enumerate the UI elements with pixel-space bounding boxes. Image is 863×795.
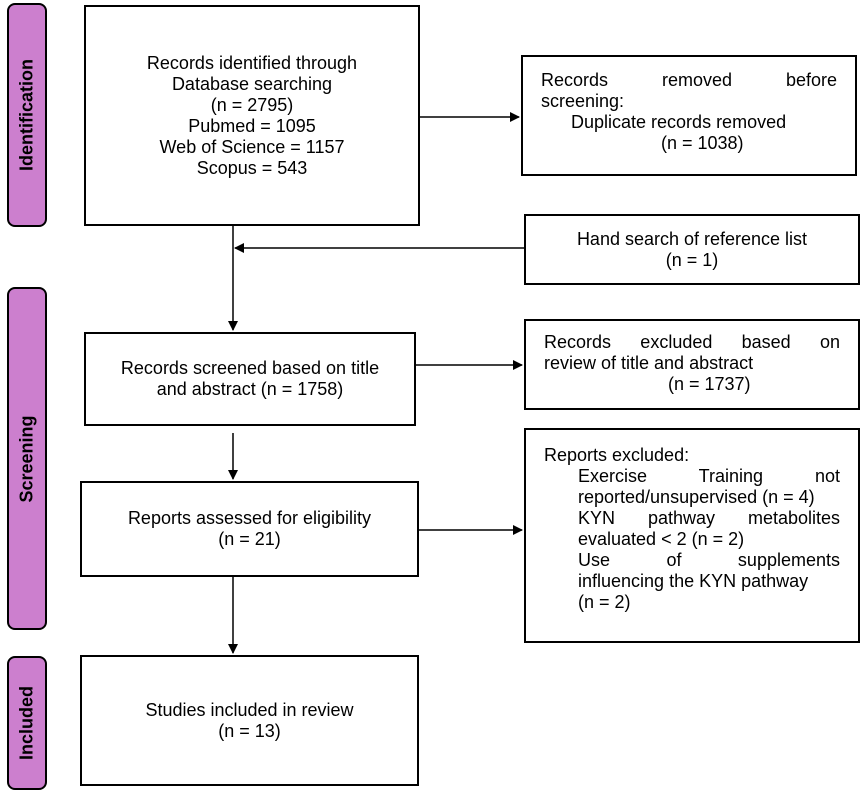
duplicate-records-count: (n = 1038): [661, 133, 744, 153]
phase-identification: Identification: [7, 3, 47, 227]
records-removed-box: Records removed before screening: Duplic…: [521, 55, 857, 176]
reports-excluded-box: Reports excluded: Exercise Training not …: [524, 428, 860, 643]
reports-excluded-reason: (n = 2): [578, 592, 631, 612]
records-identified-line: Records identified through: [146, 52, 358, 73]
records-excluded-box: Records excluded based on review of titl…: [524, 319, 860, 410]
studies-included-count: (n = 13): [218, 720, 281, 741]
records-removed-line: screening:: [541, 91, 625, 111]
hand-search-label: Hand search of reference list: [576, 228, 808, 249]
reports-assessed-count: (n = 21): [218, 529, 281, 549]
records-excluded-line: Records excluded based on: [544, 332, 840, 352]
web-of-science-count: Web of Science = 1157: [159, 136, 345, 157]
records-excluded-line: review of title and abstract: [544, 353, 754, 373]
scopus-count: Scopus = 543: [196, 157, 308, 178]
hand-search-box: Hand search of reference list (n = 1): [524, 214, 860, 285]
reports-excluded-reason: Exercise Training not: [578, 466, 840, 486]
records-removed-line: Records removed before: [541, 70, 837, 90]
reports-assessed-label: Reports assessed for eligibility: [127, 508, 372, 528]
records-identified-count: (n = 2795): [210, 94, 294, 115]
records-screened-count: and abstract (n = 1758): [156, 379, 344, 399]
reports-excluded-reason: KYN pathway metabolites: [578, 508, 840, 528]
records-identified-box: Records identified through Database sear…: [84, 5, 420, 226]
studies-included-box: Studies included in review (n = 13): [80, 655, 419, 786]
duplicate-records-label: Duplicate records removed: [571, 112, 787, 132]
records-screened-box: Records screened based on title and abst…: [84, 332, 416, 426]
reports-excluded-header: Reports excluded:: [544, 445, 690, 465]
phase-screening: Screening: [7, 287, 47, 630]
reports-assessed-box: Reports assessed for eligibility (n = 21…: [80, 481, 419, 577]
records-screened-label: Records screened based on title: [120, 358, 380, 378]
reports-excluded-reason: reported/unsupervised (n = 4): [578, 487, 815, 507]
reports-excluded-reason: evaluated < 2 (n = 2): [578, 529, 745, 549]
pubmed-count: Pubmed = 1095: [188, 115, 316, 136]
phase-included: Included: [7, 656, 47, 790]
records-excluded-count: (n = 1737): [668, 374, 751, 394]
studies-included-label: Studies included in review: [145, 699, 354, 720]
records-identified-line: Database searching: [171, 73, 333, 94]
reports-excluded-reason: Use of supplements: [578, 550, 840, 570]
reports-excluded-reason: influencing the KYN pathway: [578, 571, 809, 591]
hand-search-count: (n = 1): [665, 249, 719, 270]
